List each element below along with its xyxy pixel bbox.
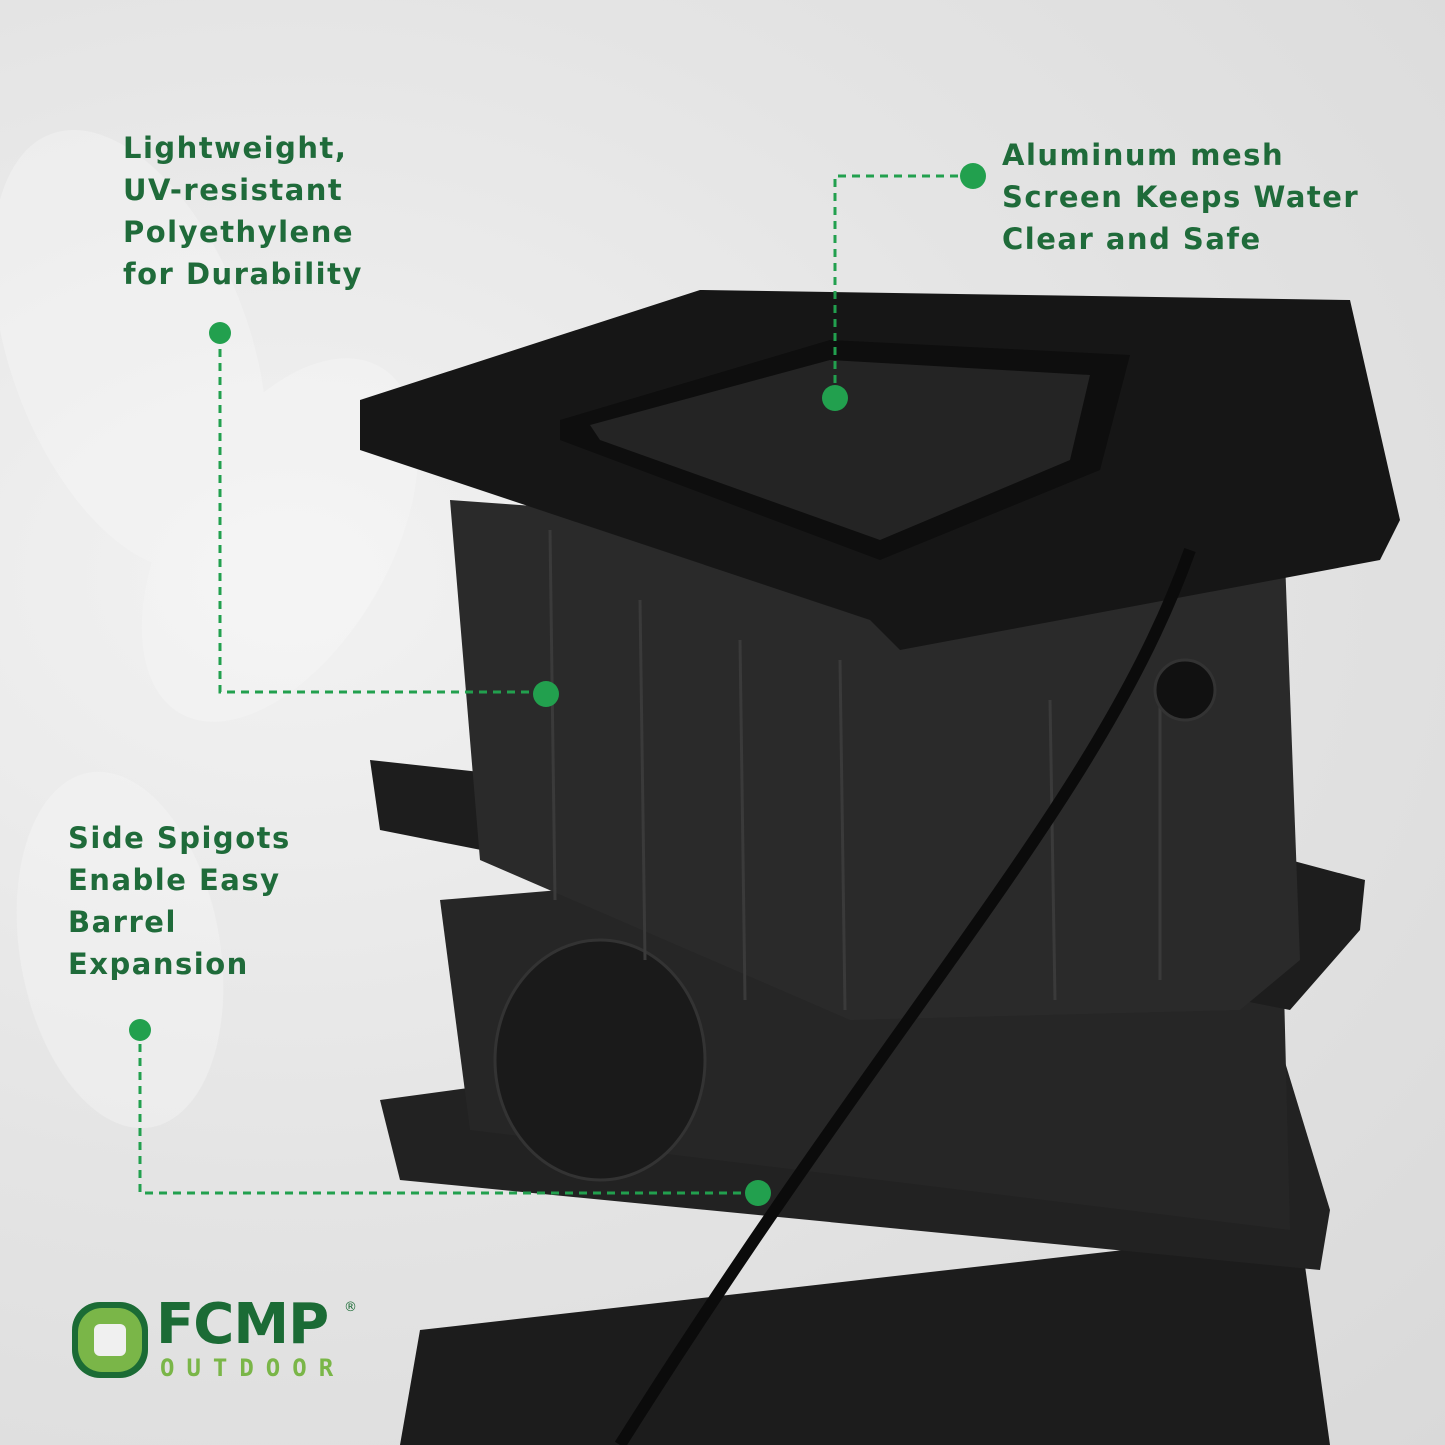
logo-brand: FCMP	[156, 1292, 329, 1357]
rain-barrel	[360, 290, 1400, 1445]
brand-logo: FCMP ® OUTDOOR	[68, 1292, 368, 1388]
callout-material: Lightweight, UV-resistant Polyethylene f…	[123, 131, 363, 291]
callout-spigots: Side Spigots Enable Easy Barrel Expansio…	[68, 821, 291, 981]
callout-mesh: Aluminum mesh Screen Keeps Water Clear a…	[1002, 138, 1360, 256]
callout-dots	[129, 163, 986, 1206]
background-leaves	[0, 130, 419, 1129]
callout-lines	[138, 174, 972, 1195]
logo-sub: OUTDOOR	[160, 1354, 346, 1382]
logo-leaf-icon	[72, 1302, 148, 1378]
logo-registered: ®	[344, 1300, 357, 1315]
